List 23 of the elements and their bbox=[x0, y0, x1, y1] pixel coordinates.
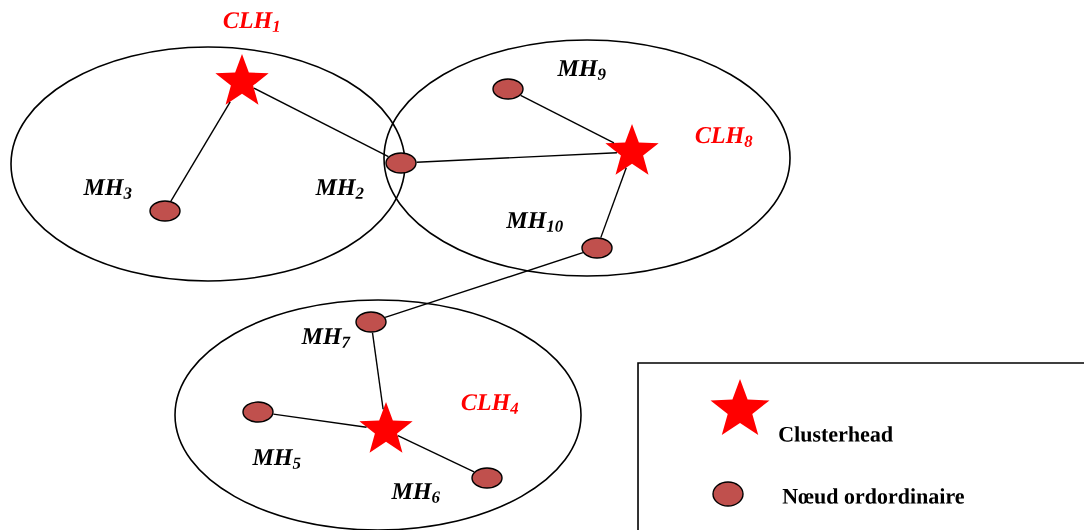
cluster-ellipse bbox=[383, 39, 791, 277]
link-line bbox=[397, 434, 475, 473]
link-line bbox=[272, 413, 368, 428]
link-line bbox=[253, 87, 390, 158]
node-label: MH$_{10}$ bbox=[506, 212, 563, 232]
link-line bbox=[415, 152, 618, 163]
node-label: MH$_{6}$ bbox=[391, 483, 440, 503]
node-label: MH$_{5}$ bbox=[252, 449, 301, 469]
node-label: MH$_{2}$ bbox=[315, 179, 364, 199]
legend-label: Clusterhead bbox=[779, 426, 893, 442]
node-label: CLH$_{4}$ bbox=[461, 394, 519, 414]
link-line bbox=[371, 331, 384, 410]
node-label: MH$_{9}$ bbox=[557, 60, 606, 80]
link-line bbox=[384, 251, 584, 319]
link-line bbox=[519, 94, 615, 144]
cluster-ellipse bbox=[10, 46, 406, 282]
legend-label: Nœud ordordinaire bbox=[782, 488, 964, 504]
node-label: MH$_{7}$ bbox=[301, 328, 351, 348]
link-line bbox=[170, 101, 231, 202]
link-line bbox=[600, 167, 627, 239]
node-label: MH$_{3}$ bbox=[83, 179, 132, 199]
node-label: CLH$_{8}$ bbox=[695, 127, 753, 147]
node-label: CLH$_{1}$ bbox=[223, 12, 279, 32]
